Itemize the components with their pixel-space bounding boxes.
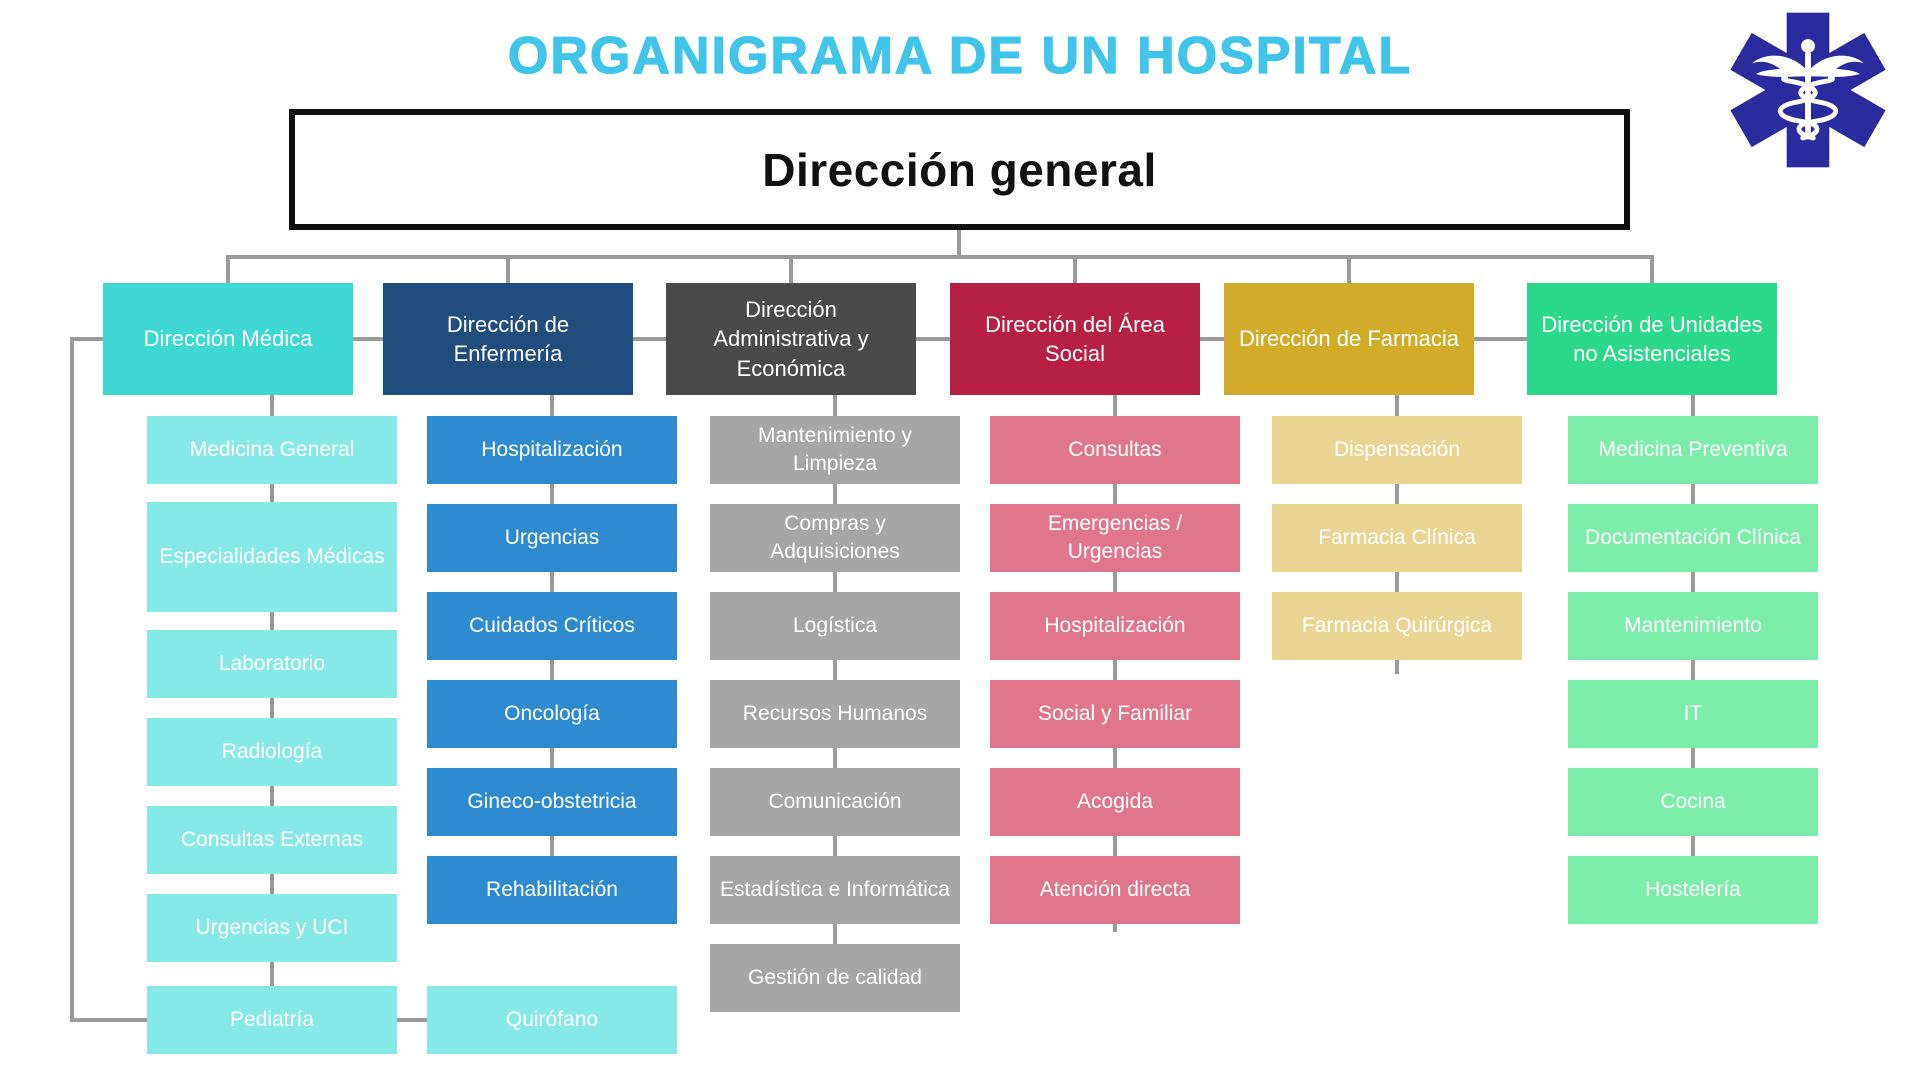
star-of-life-caduceus-icon	[1728, 10, 1888, 170]
org-node-recursos-humanos: Recursos Humanos	[710, 680, 960, 748]
org-node-comunicacion: Comunicación	[710, 768, 960, 836]
connector-stub-farmacia	[1395, 660, 1399, 674]
org-node-documentacion-clinica: Documentación Clínica	[1568, 504, 1818, 572]
org-node-urgencias: Urgencias	[427, 504, 677, 572]
page-title: ORGANIGRAMA DE UN HOSPITAL	[507, 26, 1413, 85]
org-node-consultas-externas: Consultas Externas	[147, 806, 397, 874]
connector-drop-2	[789, 255, 793, 283]
connector-header-link-3	[1200, 337, 1224, 341]
connector-left-elbow-top	[70, 337, 103, 341]
org-node-it: IT	[1568, 680, 1818, 748]
org-node-logistica: Logística	[710, 592, 960, 660]
connector-root-stem	[957, 230, 961, 255]
org-node-quirofano: Quirófano	[427, 986, 677, 1054]
connector-header-link-1	[633, 337, 666, 341]
connector-drop-1	[506, 255, 510, 283]
star-of-life-svg	[1730, 12, 1886, 168]
org-node-acogida: Acogida	[990, 768, 1240, 836]
org-node-oncologia: Oncología	[427, 680, 677, 748]
connector-drop-3	[1073, 255, 1077, 283]
org-node-farmacia-clinica: Farmacia Clínica	[1272, 504, 1522, 572]
org-node-pediatria: Pediatría	[147, 986, 397, 1054]
org-node-atencion-directa: Atención directa	[990, 856, 1240, 924]
connector-drop-4	[1347, 255, 1351, 283]
root-label: Dirección general	[762, 143, 1157, 196]
org-node-estadistica-e-informatica: Estadística e Informática	[710, 856, 960, 924]
connector-drop-0	[226, 255, 230, 283]
connector-spine-2	[833, 395, 837, 944]
org-node-especialidades-medicas: Especialidades Médicas	[147, 502, 397, 612]
org-node-mantenimiento-y-limpieza: Mantenimiento y Limpieza	[710, 416, 960, 484]
org-node-laboratorio: Laboratorio	[147, 630, 397, 698]
connector-left-elbow-vertical	[70, 337, 74, 1022]
org-node-medicina-general: Medicina General	[147, 416, 397, 484]
org-node-radiologia: Radiología	[147, 718, 397, 786]
connector-header-link-4	[1474, 337, 1527, 341]
connector-spine-4	[1395, 395, 1399, 592]
org-node-mantenimiento: Mantenimiento	[1568, 592, 1818, 660]
org-node-urgencias-y-uci: Urgencias y UCI	[147, 894, 397, 962]
connector-stub-social	[1113, 924, 1117, 932]
connector-header-link-0	[353, 337, 383, 341]
connector-drop-5	[1650, 255, 1654, 283]
org-node-dispensacion: Dispensación	[1272, 416, 1522, 484]
org-header-direccion-medica: Dirección Médica	[103, 283, 353, 395]
connector-left-elbow-bottom	[70, 1018, 147, 1022]
org-node-social-y-familiar: Social y Familiar	[990, 680, 1240, 748]
org-node-root: Dirección general	[289, 109, 1630, 230]
connector-pediatria-quirofano	[397, 1018, 427, 1022]
org-node-compras-y-adquisiciones: Compras y Adquisiciones	[710, 504, 960, 572]
org-node-emergencias-urgencias: Emergencias / Urgencias	[990, 504, 1240, 572]
org-header-direccion-de-unidades-no-asistenciales: Dirección de Unidades no Asistenciales	[1527, 283, 1777, 395]
org-node-gineco-obstetricia: Gineco-obstetricia	[427, 768, 677, 836]
org-node-cuidados-criticos: Cuidados Críticos	[427, 592, 677, 660]
org-node-medicina-preventiva: Medicina Preventiva	[1568, 416, 1818, 484]
org-node-cocina: Cocina	[1568, 768, 1818, 836]
org-header-direccion-administrativa-y-economica: Dirección Administrativa y Económica	[666, 283, 916, 395]
org-node-rehabilitacion: Rehabilitación	[427, 856, 677, 924]
connector-bus	[226, 255, 1654, 259]
org-node-hospitalizacion: Hospitalización	[427, 416, 677, 484]
org-node-consultas: Consultas	[990, 416, 1240, 484]
connector-header-link-2	[916, 337, 950, 341]
org-node-farmacia-quirurgica: Farmacia Quirúrgica	[1272, 592, 1522, 660]
org-node-hospitalizacion: Hospitalización	[990, 592, 1240, 660]
org-header-direccion-de-farmacia: Dirección de Farmacia	[1224, 283, 1474, 395]
org-header-direccion-del-area-social: Dirección del Área Social	[950, 283, 1200, 395]
org-header-direccion-de-enfermeria: Dirección de Enfermería	[383, 283, 633, 395]
org-node-gestion-de-calidad: Gestión de calidad	[710, 944, 960, 1012]
org-node-hosteleria: Hostelería	[1568, 856, 1818, 924]
